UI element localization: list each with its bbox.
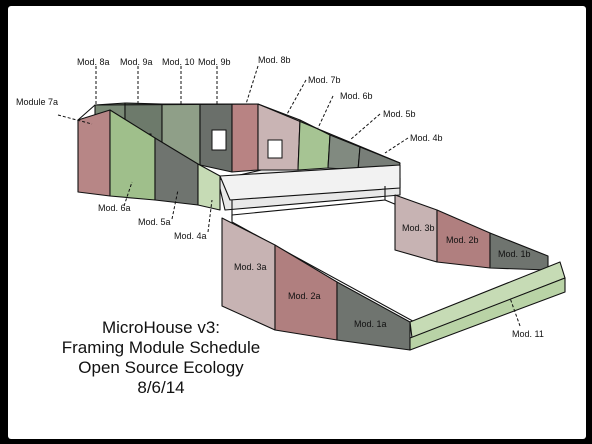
label-mod-10: Mod. 10 (162, 57, 195, 67)
leader-line (207, 199, 213, 233)
leader-line (245, 65, 259, 105)
label-mod-9b: Mod. 9b (198, 57, 231, 67)
label-mod-4a: Mod. 4a (174, 231, 207, 241)
label-mod-5b: Mod. 5b (383, 109, 416, 119)
leader-line (384, 137, 409, 154)
label-mod-5a: Mod. 5a (138, 217, 171, 227)
window-icon (211, 129, 227, 151)
label-mod-1a: Mod. 1a (354, 319, 387, 329)
module-8b-panel (231, 103, 259, 173)
label-module-7a: Module 7a (16, 97, 59, 107)
leader-line (349, 113, 381, 141)
label-mod-1b: Mod. 1b (498, 249, 531, 259)
leader-line (317, 95, 334, 129)
label-mod-3b: Mod. 3b (402, 223, 435, 233)
label-mod-6b: Mod. 6b (340, 91, 373, 101)
title-line-3: Open Source Ecology (78, 358, 244, 377)
title-line-1: MicroHouse v3: (101, 318, 221, 337)
leader-line (57, 114, 93, 125)
label-mod-2a: Mod. 2a (288, 291, 321, 301)
header-beam (219, 164, 401, 201)
window-icon (267, 139, 283, 159)
title-block: MicroHouse v3: Framing Module Schedule O… (52, 318, 270, 398)
label-mod-2b: Mod. 2b (446, 235, 479, 245)
module-7b-panel (257, 103, 301, 171)
module-11-face (409, 277, 566, 351)
module-4a-panel (197, 163, 221, 211)
label-mod-4b: Mod. 4b (410, 133, 443, 143)
label-mod-7b: Mod. 7b (308, 75, 341, 85)
upper-roofline (77, 103, 401, 164)
label-mod-9a: Mod. 9a (120, 57, 153, 67)
title-line-2: Framing Module Schedule (61, 338, 261, 357)
title-line-4: 8/6/14 (137, 378, 185, 397)
leader-line (285, 79, 307, 117)
label-mod-8b: Mod. 8b (258, 55, 291, 65)
label-mod-8a: Mod. 8a (77, 57, 110, 67)
label-mod-3a: Mod. 3a (234, 262, 267, 272)
label-mod-11: Mod. 11 (512, 329, 544, 339)
module-7a-panel (77, 109, 111, 197)
label-mod-6a: Mod. 6a (98, 203, 131, 213)
leader-line (123, 181, 133, 207)
